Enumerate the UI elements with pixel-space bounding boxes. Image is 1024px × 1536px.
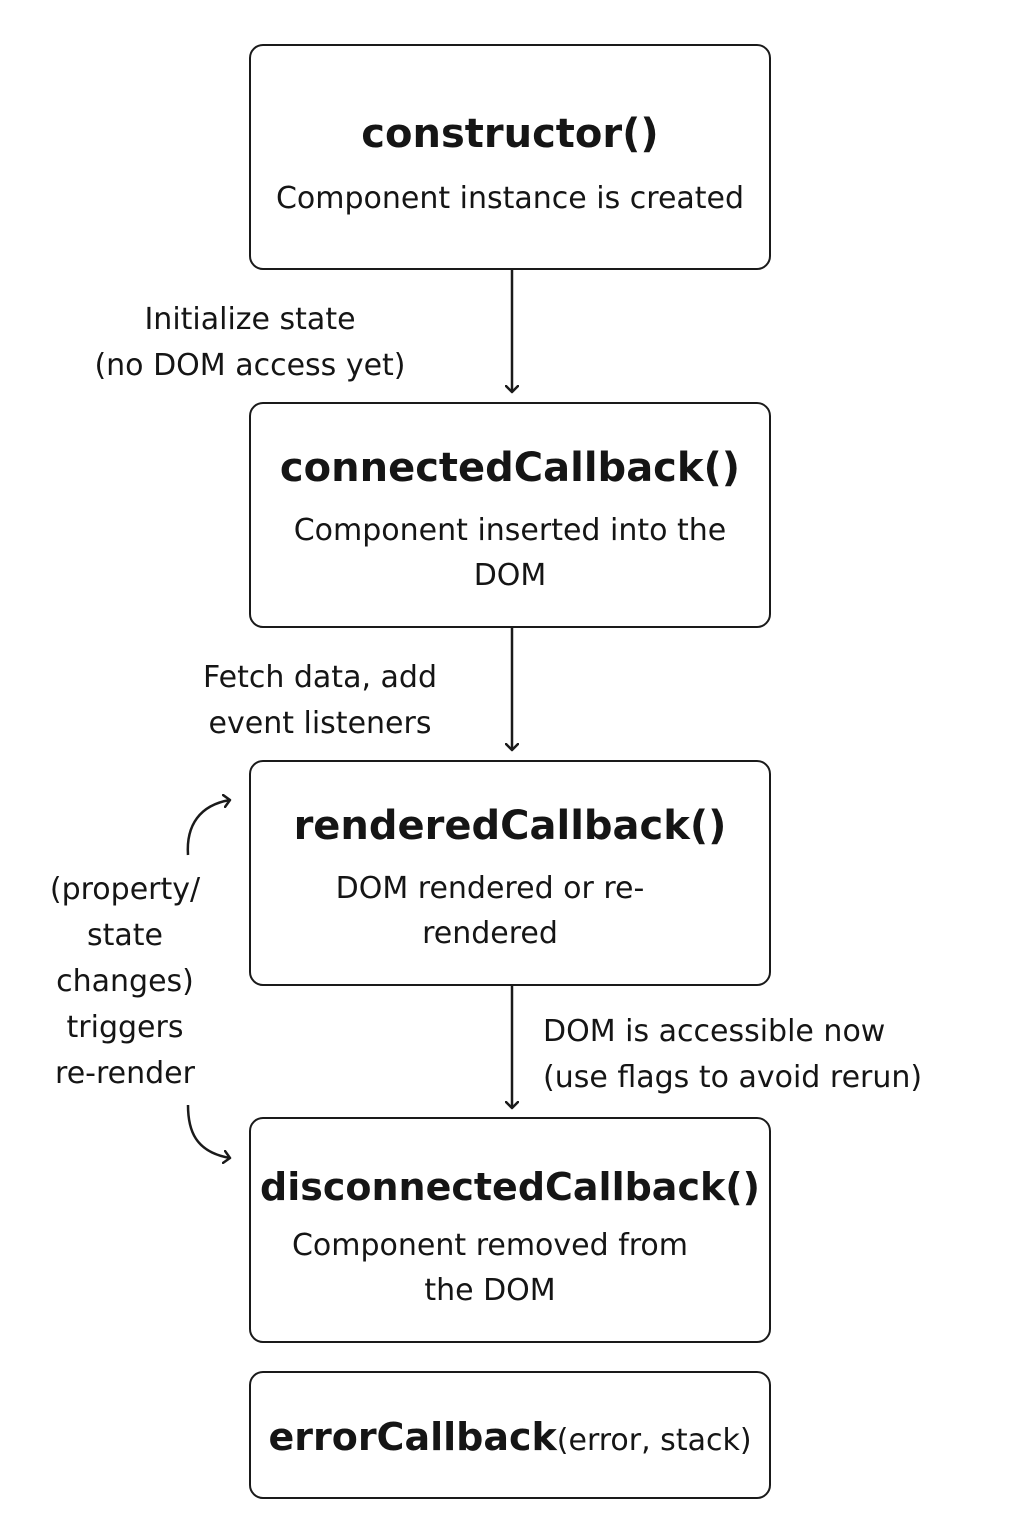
node-connected-callback: connectedCallback() Component inserted i…: [249, 402, 771, 628]
edge-label-line: Fetch data, add: [203, 660, 437, 695]
node-rendered-title: renderedCallback(): [293, 803, 727, 849]
node-error-name: errorCallback: [268, 1415, 557, 1459]
node-error-args: (error, stack): [556, 1423, 752, 1458]
loop-arrow-up: [186, 800, 230, 856]
edge-label-constructor-to-connected: Initialize state (no DOM access yet): [80, 297, 420, 389]
node-error-callback: errorCallback(error, stack): [249, 1371, 771, 1499]
node-constructor-title: constructor(): [361, 111, 659, 157]
edge-label-line: DOM is accessible now: [543, 1014, 886, 1049]
loop-label-line: state: [87, 918, 163, 953]
node-disconnected-description: Component removed from the DOM: [291, 1228, 689, 1308]
loop-label-line: (property/: [49, 872, 201, 907]
node-connected-description: Component inserted into the DOM: [293, 513, 727, 593]
edge-label-line: Initialize state: [144, 302, 356, 337]
node-constructor: constructor() Component instance is crea…: [249, 44, 771, 270]
loop-label-line: re-render: [55, 1056, 195, 1091]
edge-label-line: event listeners: [208, 706, 432, 741]
edge-label-line: (no DOM access yet): [94, 348, 406, 383]
edge-label-connected-to-rendered: Fetch data, add event listeners: [180, 655, 460, 747]
node-disconnected-callback: disconnectedCallback() Component removed…: [249, 1117, 771, 1343]
node-connected-title: connectedCallback(): [279, 445, 741, 491]
node-constructor-description: Component instance is created: [275, 181, 745, 216]
edge-label-rendered-to-disconnected: DOM is accessible now (use flags to avoi…: [543, 1009, 922, 1101]
rerender-loop-label: (property/ state changes) triggers re-re…: [30, 867, 220, 1097]
edge-label-line: (use flags to avoid rerun): [543, 1060, 923, 1095]
node-error-title: errorCallback(error, stack): [251, 1413, 769, 1465]
loop-label-line: triggers: [66, 1010, 184, 1045]
loop-arrow-down: [186, 1104, 230, 1158]
node-disconnected-title: disconnectedCallback(): [260, 1165, 760, 1209]
node-rendered-description: DOM rendered or re-rendered: [335, 871, 645, 951]
node-rendered-callback: renderedCallback() DOM rendered or re-re…: [249, 760, 771, 986]
loop-label-line: changes): [56, 964, 194, 999]
